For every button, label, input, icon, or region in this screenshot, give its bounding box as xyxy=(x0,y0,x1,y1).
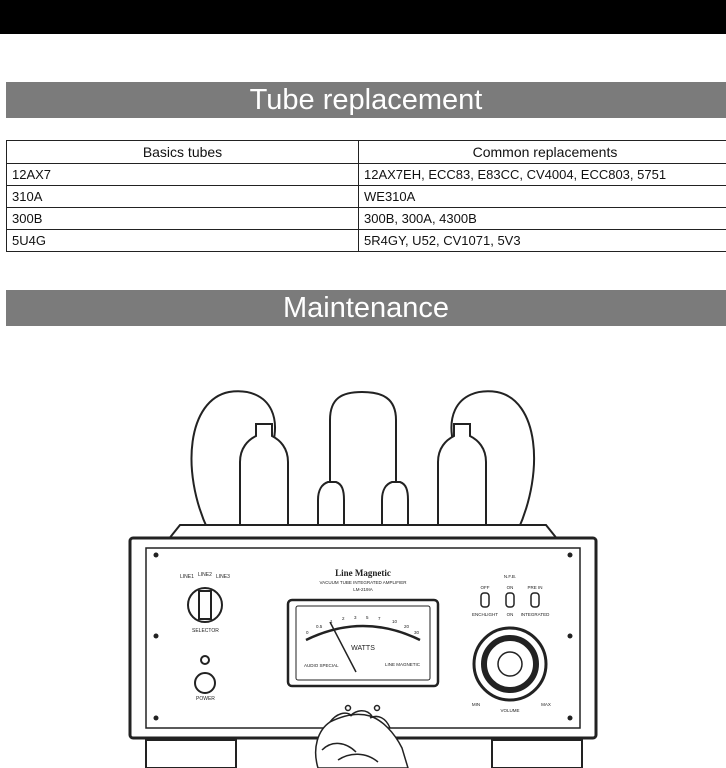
replacement-cell: WE310A xyxy=(358,185,726,208)
selector-knob xyxy=(187,587,223,623)
tube-replacement-table: Basics tubes Common replacements 12AX7 1… xyxy=(6,140,726,252)
left-front-tube xyxy=(239,423,289,531)
foot-right xyxy=(491,739,583,768)
table-row: 5U4G 5R4GY, U52, CV1071, 5V3 xyxy=(6,229,726,252)
switch2-bottom-label: ON xyxy=(507,612,514,617)
meter-tick: 20 xyxy=(404,624,410,629)
line3-label: LINE3 xyxy=(216,574,230,580)
column-header-replacements: Common replacements xyxy=(358,140,726,164)
power-label: POWER xyxy=(196,696,215,702)
line2-label: LINE2 xyxy=(198,572,212,578)
small-tube-right xyxy=(381,481,409,536)
replacement-cell: 5R4GY, U52, CV1071, 5V3 xyxy=(358,229,726,252)
toggle-switch-3 xyxy=(530,592,540,608)
meter-tick: 0 xyxy=(306,630,309,635)
tube-cell: 5U4G xyxy=(6,229,359,252)
rectifier-tube xyxy=(329,390,397,536)
amp-model: LM-219IA xyxy=(353,587,373,592)
meter-left-label: AUDIO SPECIAL xyxy=(304,663,339,668)
replacement-cell: 300B, 300A, 4300B xyxy=(358,207,726,230)
hand-icon xyxy=(314,710,409,768)
meter-needle xyxy=(329,621,357,673)
tube-cell: 300B xyxy=(6,207,359,230)
power-button xyxy=(194,672,216,694)
selector-label: SELECTOR xyxy=(192,628,219,634)
meter-tick: 0.5 xyxy=(316,624,323,629)
replacement-cell: 12AX7EH, ECC83, E83CC, CV4004, ECC803, 5… xyxy=(358,163,726,186)
power-led xyxy=(200,655,210,665)
meter-tick: 7 xyxy=(378,616,381,621)
vu-meter-face xyxy=(295,605,431,681)
section-title-maintenance: Maintenance xyxy=(6,290,726,326)
switch1-top-label: OFF xyxy=(481,585,490,590)
volume-knob xyxy=(481,635,539,693)
right-front-tube xyxy=(437,423,487,531)
nfb-label: N.F.B. xyxy=(504,574,516,579)
meter-brand-label: LINE MAGNETIC xyxy=(385,662,421,667)
table-row: 12AX7 12AX7EH, ECC83, E83CC, CV4004, ECC… xyxy=(6,163,726,186)
tube-cell: 310A xyxy=(6,185,359,208)
section-title-tube-replacement: Tube replacement xyxy=(6,82,726,118)
meter-tick: 3 xyxy=(354,615,357,620)
column-header-basics: Basics tubes xyxy=(6,140,359,164)
toggle-switch-1 xyxy=(480,592,490,608)
meter-tick: 1 xyxy=(330,619,333,624)
meter-tick: 5 xyxy=(366,615,369,620)
brand-logo: Line Magnetic xyxy=(335,568,391,578)
meter-tick: 2 xyxy=(342,616,345,621)
volume-ring xyxy=(472,626,548,702)
tube-cell: 12AX7 xyxy=(6,163,359,186)
volume-min-label: MIN xyxy=(472,702,480,707)
table-row: 310A WE310A xyxy=(6,185,726,208)
toggle-switch-2 xyxy=(505,592,515,608)
small-tube-left xyxy=(317,481,345,536)
switch3-top-label: PRE IN xyxy=(527,585,542,590)
amplifier-illustration: LINE1 LINE2 LINE3 SELECTOR POWER Line Ma… xyxy=(128,390,598,768)
switch3-bottom-label: INTEGRATED xyxy=(521,612,550,617)
volume-label: VOLUME xyxy=(500,708,519,713)
volume-max-label: MAX xyxy=(541,702,551,707)
vu-meter-frame xyxy=(286,598,440,688)
meter-watts-label: WATTS xyxy=(351,645,375,652)
table-header-row: Basics tubes Common replacements xyxy=(6,140,726,164)
switch2-top-label: ON xyxy=(507,585,514,590)
switch1-bottom-label: ENCHLIGHT xyxy=(472,612,498,617)
meter-tick: 30 xyxy=(414,630,420,635)
top-black-bar xyxy=(0,0,726,34)
line1-label: LINE1 xyxy=(180,574,194,580)
table-row: 300B 300B, 300A, 4300B xyxy=(6,207,726,230)
amp-subtitle: VACUUM TUBE INTEGRATED AMPLIFIER xyxy=(319,580,407,585)
meter-scale-arc xyxy=(305,624,421,642)
meter-tick: 10 xyxy=(392,619,398,624)
foot-left xyxy=(145,739,237,768)
